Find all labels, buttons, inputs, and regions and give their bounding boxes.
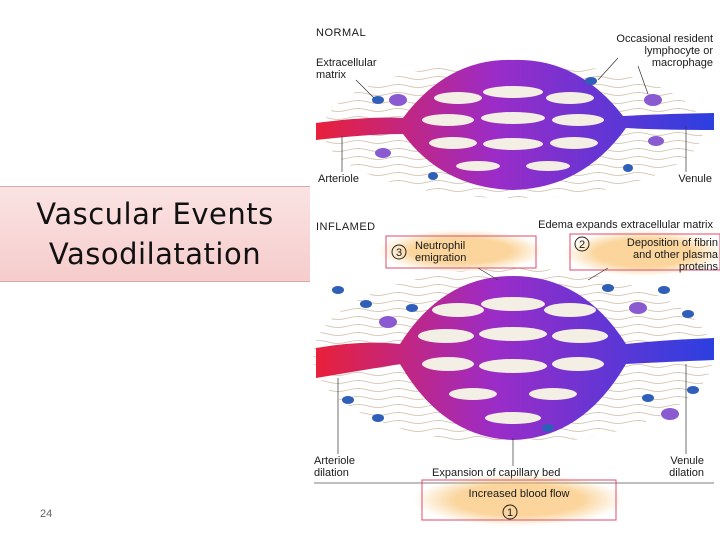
macrophage-icon: [644, 94, 662, 106]
macrophage-icon: [379, 316, 397, 328]
normal-leader-lines: [341, 57, 687, 172]
cell-icon: [332, 286, 344, 294]
normal-venule-label: Venule: [678, 173, 712, 185]
normal-vessel-bed: [316, 59, 714, 190]
cell-icon: [342, 396, 354, 404]
neutrophil-callout-box: [385, 235, 537, 269]
step-2-badge: [574, 236, 590, 252]
resident-label-2: lymphocyte or: [645, 45, 714, 57]
step-2-number: 2: [579, 239, 585, 251]
step-1-badge: [502, 504, 518, 520]
inflamed-leader-lines: [337, 267, 687, 466]
step-1-number: 1: [507, 507, 513, 519]
normal-arteriole-label: Arteriole: [318, 173, 359, 185]
normal-labels: Extracellular matrix Occasional resident…: [316, 33, 713, 185]
cell-icon: [372, 96, 384, 104]
normal-panel: NORMAL Extracellular: [316, 27, 714, 198]
fibrin-label-3: proteins: [679, 261, 719, 273]
fibrin-callout-box: [569, 233, 720, 271]
cell-icon: [372, 414, 384, 422]
neutrophil-label-1: Neutrophil: [415, 240, 465, 252]
page-number: 24: [40, 508, 53, 520]
inflamed-header: INFLAMED: [316, 221, 376, 233]
extracellular-label-1: Extracellular: [316, 57, 377, 69]
inflamed-vessel-bed: [316, 276, 714, 440]
extracellular-label-2: matrix: [316, 69, 346, 81]
cell-icon: [360, 300, 372, 308]
cell-icon: [642, 394, 654, 402]
inflamed-interstitial-cells: [332, 284, 699, 432]
slide-title-line-1: Vascular Events: [36, 197, 274, 231]
macrophage-icon: [389, 94, 407, 106]
resident-label-1: Occasional resident: [616, 33, 713, 45]
fibrin-label-2: and other plasma: [633, 249, 719, 261]
arteriole-dilation-label-1: Arteriole: [314, 455, 355, 467]
venule-dilation-label-2: dilation: [669, 467, 704, 479]
slide-title-box: Vascular Events Vasodilatation: [0, 186, 310, 282]
arteriole-dilation-label-2: dilation: [314, 467, 349, 479]
resident-label-3: macrophage: [652, 57, 713, 69]
cell-icon: [682, 310, 694, 318]
blood-flow-callout-box: [421, 479, 617, 521]
normal-interstitial-cells: [372, 77, 664, 180]
edema-label: Edema expands extracellular matrix: [538, 219, 713, 231]
blood-flow-callout-glow: [414, 474, 624, 526]
macrophage-icon: [661, 408, 679, 420]
inflamed-panel: INFLAMED Edema expands extracellular mat…: [313, 219, 720, 526]
slide-title-line-2: Vasodilatation: [48, 237, 262, 271]
macrophage-icon: [629, 302, 647, 314]
step-3-badge: [391, 244, 407, 260]
cell-icon: [623, 164, 633, 172]
macrophage-icon: [375, 148, 391, 158]
cell-icon: [542, 424, 554, 432]
fibrin-label-1: Deposition of fibrin: [627, 237, 718, 249]
step-3-number: 3: [396, 247, 402, 259]
blood-flow-label: Increased blood flow: [469, 488, 570, 500]
macrophage-icon: [648, 136, 664, 146]
normal-header: NORMAL: [316, 27, 366, 39]
inflamed-capillary-gaps: [418, 297, 608, 424]
neutrophil-label-2: emigration: [415, 252, 466, 264]
cell-icon: [406, 304, 418, 312]
fibrin-callout-glow: [564, 230, 720, 276]
venule-dilation-label-1: Venule: [670, 455, 704, 467]
vascular-diagram: NORMAL Extracellular: [313, 27, 720, 526]
normal-capillary-gaps: [422, 86, 604, 171]
cell-icon: [585, 77, 597, 85]
cell-icon: [687, 386, 699, 394]
cell-icon: [428, 172, 438, 180]
neutrophil-callout-glow: [378, 230, 544, 272]
cell-icon: [658, 286, 670, 294]
cell-icon: [602, 284, 614, 292]
